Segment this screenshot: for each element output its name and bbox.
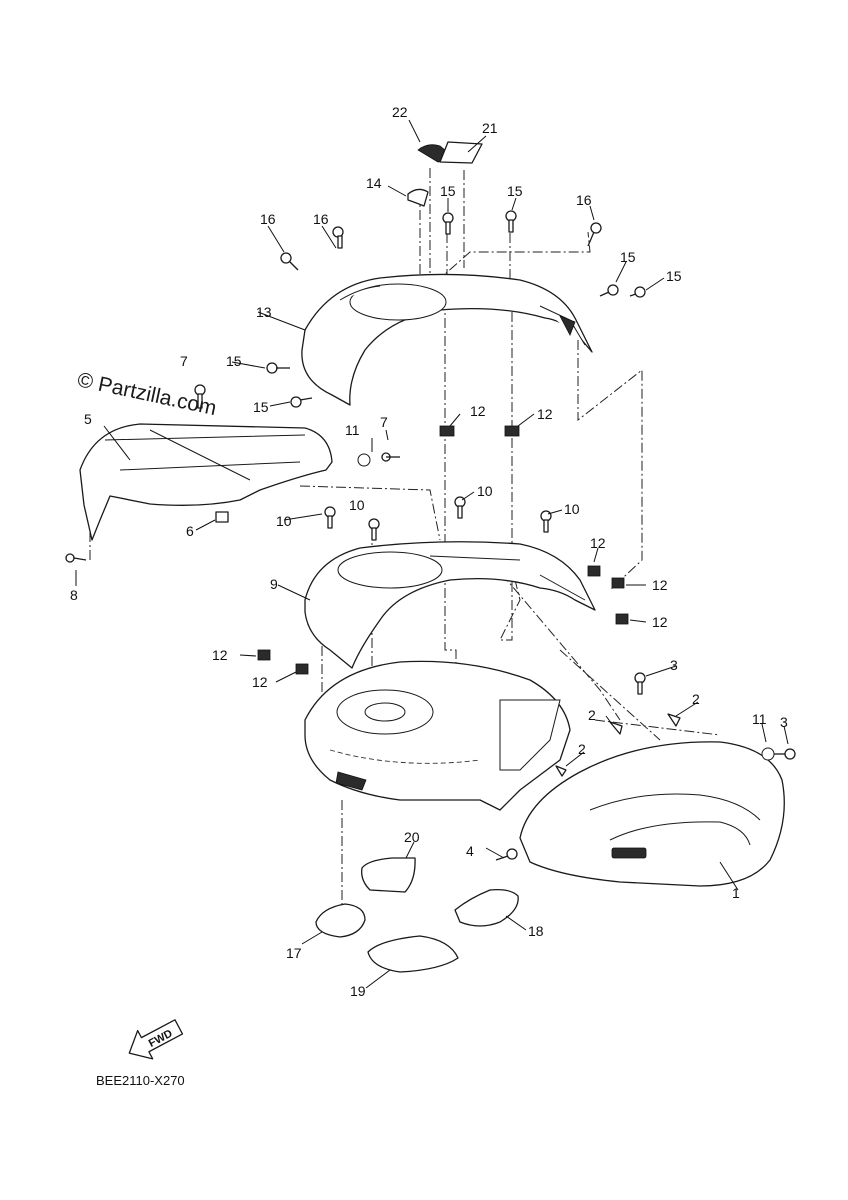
- callout-9: 9: [270, 576, 278, 592]
- callout-3: 3: [670, 657, 678, 673]
- callout-numbers: 22 21 14 15 15 16 16 16 15 15 13 15 7 15…: [70, 104, 788, 999]
- callout-2: 2: [692, 691, 700, 707]
- callout-15: 15: [620, 249, 636, 265]
- callout-8: 8: [70, 587, 78, 603]
- callout-6: 6: [186, 523, 194, 539]
- pad-18: [454, 888, 519, 927]
- pad-17: [315, 903, 366, 938]
- leader-lines: [75, 119, 789, 989]
- callout-10: 10: [349, 497, 365, 513]
- callout-16: 16: [313, 211, 329, 227]
- callout-4: 4: [466, 843, 474, 859]
- diagram-code: BEE2110-X270: [96, 1073, 185, 1088]
- callout-22: 22: [392, 104, 408, 120]
- callout-18: 18: [528, 923, 544, 939]
- callout-12: 12: [470, 403, 486, 419]
- callout-1: 1: [732, 885, 740, 901]
- callout-13: 13: [256, 304, 272, 320]
- emblem-21: [439, 141, 483, 164]
- callout-12: 12: [652, 577, 668, 593]
- fuel-tank-frame: [304, 660, 571, 811]
- callout-3: 3: [780, 714, 788, 730]
- callout-17: 17: [286, 945, 302, 961]
- callout-7: 7: [380, 414, 388, 430]
- callout-20: 20: [404, 829, 420, 845]
- callout-12: 12: [252, 674, 268, 690]
- callout-15: 15: [507, 183, 523, 199]
- tank-pads: [315, 857, 519, 973]
- callout-2: 2: [578, 741, 586, 757]
- callout-7: 7: [180, 353, 188, 369]
- watermark-text: © Partzilla.com: [75, 368, 218, 420]
- emblems: [407, 141, 483, 207]
- fwd-label: FWD: [147, 1028, 175, 1050]
- callout-19: 19: [350, 983, 366, 999]
- fuel-tank-shell: [519, 741, 785, 887]
- fasteners: [65, 210, 796, 861]
- callout-14: 14: [366, 175, 382, 191]
- callout-12: 12: [652, 614, 668, 630]
- callout-16: 16: [576, 192, 592, 208]
- callout-5: 5: [84, 411, 92, 427]
- callout-10: 10: [276, 513, 292, 529]
- side-cover-left: [79, 423, 333, 541]
- callout-15: 15: [440, 183, 456, 199]
- upper-tank-cover: [301, 273, 593, 406]
- callout-2: 2: [588, 707, 596, 723]
- callout-12: 12: [537, 406, 553, 422]
- callout-11: 11: [345, 422, 360, 438]
- callout-10: 10: [477, 483, 493, 499]
- callout-12: 12: [590, 535, 606, 551]
- pad-20: [361, 857, 416, 893]
- callout-12: 12: [212, 647, 228, 663]
- callout-10: 10: [564, 501, 580, 517]
- fwd-arrow-icon: FWD: [128, 1019, 184, 1060]
- grommet-14: [407, 188, 429, 207]
- watermark: © Partzilla.com: [75, 368, 218, 420]
- callout-16: 16: [260, 211, 276, 227]
- callout-21: 21: [482, 120, 498, 136]
- callout-15: 15: [226, 353, 242, 369]
- callout-15: 15: [253, 399, 269, 415]
- pad-19: [367, 935, 459, 973]
- assembly-guide-lines: [89, 168, 721, 905]
- callout-15: 15: [666, 268, 682, 284]
- callout-11: 11: [752, 711, 767, 727]
- lower-tank-cover: [304, 541, 596, 669]
